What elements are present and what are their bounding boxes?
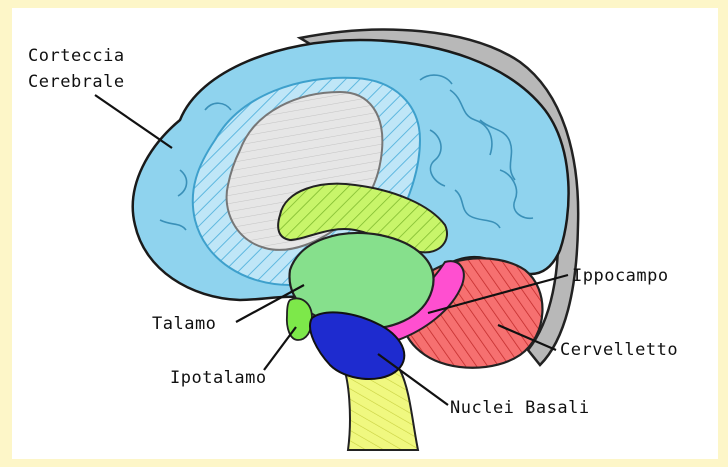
- label-corteccia-line2: Cerebrale: [28, 70, 125, 94]
- label-ipotalamo: Ipotalamo: [170, 366, 267, 390]
- label-cervelletto: Cervelletto: [560, 338, 678, 362]
- leader-ipotalamo: [264, 327, 296, 370]
- label-corteccia-line1: Corteccia: [28, 44, 125, 68]
- label-nuclei-basali: Nuclei Basali: [450, 396, 590, 420]
- label-ippocampo: Ippocampo: [572, 264, 669, 288]
- label-talamo: Talamo: [152, 312, 216, 336]
- leader-corteccia: [95, 95, 172, 148]
